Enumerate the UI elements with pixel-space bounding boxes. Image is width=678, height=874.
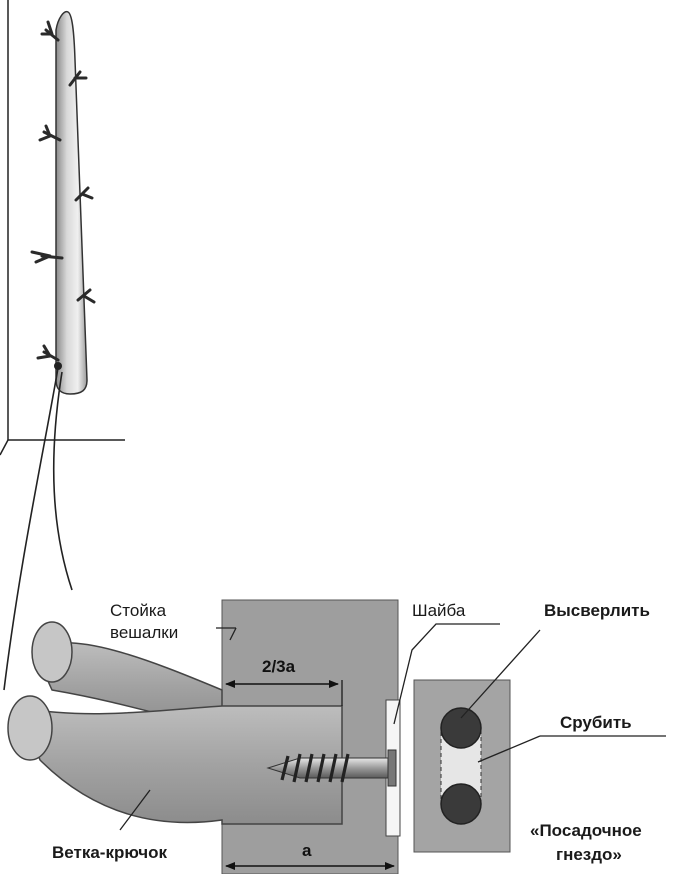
- svg-text:гнездо»: гнездо»: [556, 845, 622, 864]
- branch-hook: [7, 621, 343, 825]
- zoom-leader-lines: [3, 367, 73, 691]
- dimension-a-label: a: [302, 841, 312, 860]
- drill-label: Высверлить: [544, 601, 650, 620]
- label-leaders: [119, 623, 666, 831]
- chop-label: Срубить: [560, 713, 632, 732]
- svg-text:Стойка: Стойка: [110, 601, 167, 620]
- coat-hanger-post: [30, 10, 96, 395]
- svg-text:«Посадочное: «Посадочное: [530, 821, 642, 840]
- svg-text:вешалки: вешалки: [110, 623, 178, 642]
- branch-stub-icon: [30, 20, 96, 362]
- dimension-two-thirds: [225, 680, 343, 706]
- screw-icon: [266, 749, 397, 787]
- washer-label: Шайба: [412, 601, 466, 620]
- room-corner: [0, 0, 125, 456]
- branch-hook-label: Ветка-крючок: [52, 843, 167, 862]
- dimension-two-thirds-label: 2/3a: [262, 657, 296, 676]
- socket-label: «Посадочное гнездо»: [530, 821, 642, 864]
- socket-detail: [413, 679, 511, 853]
- post-label: Стойка вешалки: [110, 601, 178, 642]
